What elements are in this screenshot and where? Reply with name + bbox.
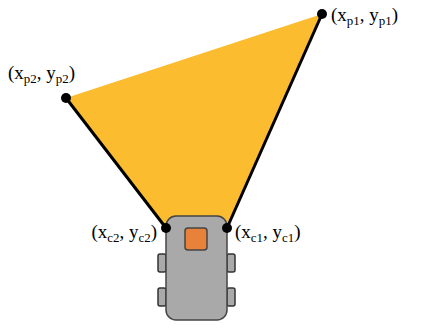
car-wheel xyxy=(158,288,166,306)
point-label: (xp1, yp1) xyxy=(331,5,398,28)
corner-point xyxy=(61,93,71,103)
view-edge xyxy=(66,98,166,228)
point-label: (xc1, yc1) xyxy=(235,222,301,245)
car-wheel xyxy=(227,254,235,272)
corner-point xyxy=(317,9,327,19)
car-wheel xyxy=(158,254,166,272)
point-label: (xc2, yc2) xyxy=(91,222,157,245)
view-area xyxy=(66,14,322,228)
car-wheel xyxy=(227,288,235,306)
corner-point xyxy=(222,223,232,233)
car-roof-sensor xyxy=(185,228,207,250)
corner-point xyxy=(161,223,171,233)
car-body xyxy=(166,216,227,320)
point-label: (xp2, yp2) xyxy=(8,63,75,86)
view-edge xyxy=(227,14,322,228)
